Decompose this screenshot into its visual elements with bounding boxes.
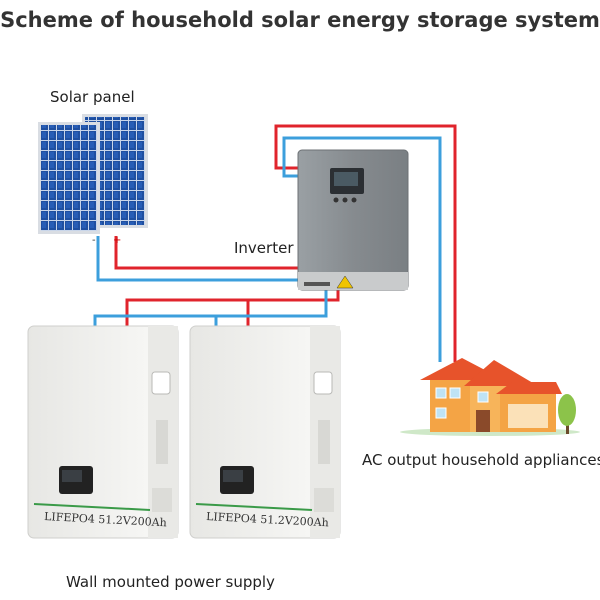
- battery-2: LIFEPO4 51.2V200Ah: [189, 325, 341, 539]
- pv-negative-wire: [96, 236, 298, 282]
- battery-1-label: LIFEPO4 51.2V200Ah: [44, 510, 167, 529]
- pv-positive-wire: [114, 236, 298, 270]
- ac-negative-wire: [282, 136, 442, 362]
- battery-1: LIFEPO4 51.2V200Ah: [27, 325, 179, 539]
- panel-plus-label: +: [113, 235, 121, 246]
- bat-positive-wire: [125, 290, 340, 330]
- inverter: [297, 149, 409, 291]
- ac-output-label: AC output household appliances: [362, 451, 600, 469]
- battery-2-label: LIFEPO4 51.2V200Ah: [206, 510, 329, 529]
- wires: [93, 124, 457, 362]
- bat-negative-wire: [93, 290, 328, 330]
- inverter-label: Inverter: [234, 239, 294, 257]
- solar-panels: - +: [38, 114, 148, 246]
- page-title: Scheme of household solar energy storage…: [0, 8, 600, 32]
- wall-mounted-label: Wall mounted power supply: [66, 573, 275, 591]
- panel-minus-label: -: [92, 235, 96, 246]
- solar-panel-label: Solar panel: [50, 88, 135, 106]
- house-illustration: [400, 358, 580, 436]
